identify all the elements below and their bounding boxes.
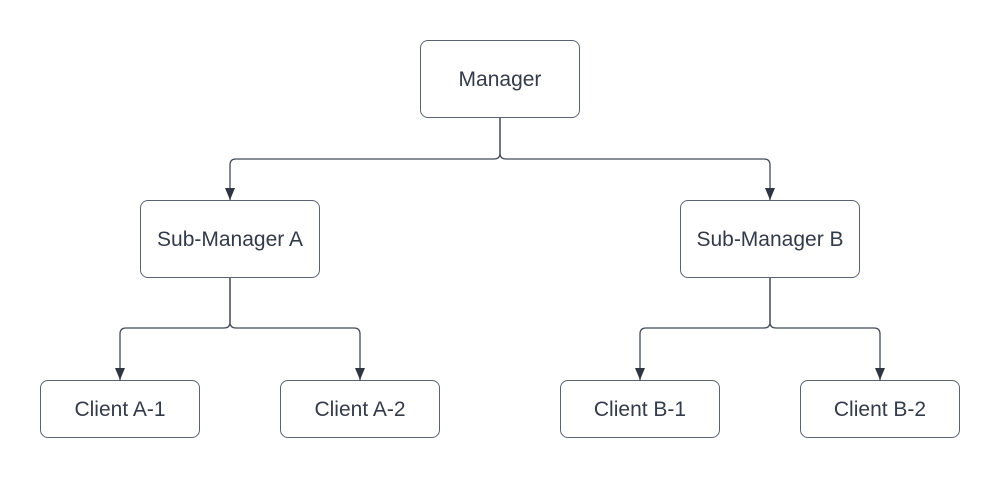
edge-manager-to-sub-a (225, 118, 501, 200)
edge-manager-to-sub-b (499, 118, 775, 200)
edge-sub-a-to-client-a1 (115, 278, 231, 380)
edge-sub-b-to-client-b1 (635, 278, 771, 380)
edge-sub-b-to-client-b2 (769, 278, 885, 380)
edge-sub-a-to-client-a2 (229, 278, 365, 380)
node-sub-manager-b[interactable]: Sub-Manager B (680, 200, 860, 278)
node-client-b1[interactable]: Client B-1 (560, 380, 720, 438)
node-sub-manager-a[interactable]: Sub-Manager A (140, 200, 320, 278)
node-manager[interactable]: Manager (420, 40, 580, 118)
node-client-a2[interactable]: Client A-2 (280, 380, 440, 438)
node-client-b2[interactable]: Client B-2 (800, 380, 960, 438)
node-client-a1[interactable]: Client A-1 (40, 380, 200, 438)
